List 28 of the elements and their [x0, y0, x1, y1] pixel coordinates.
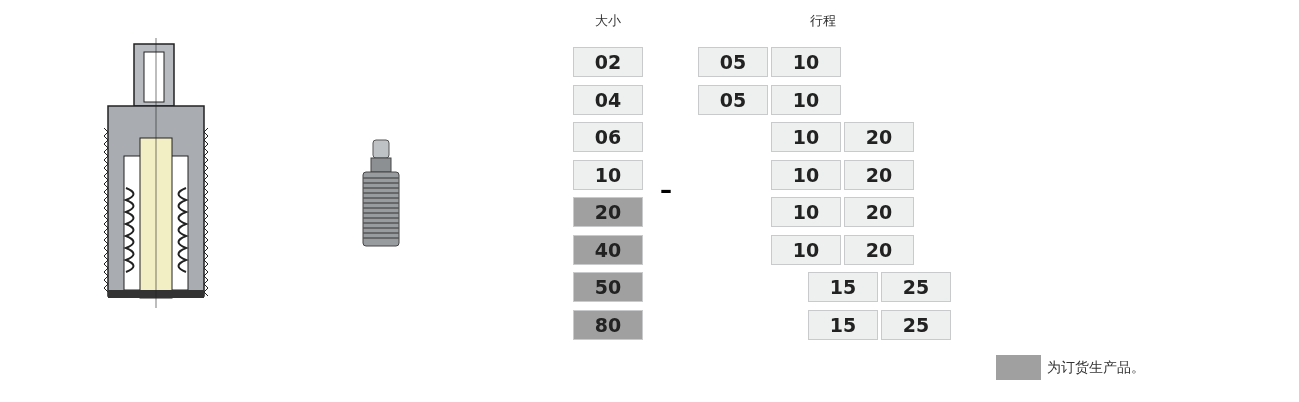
- code-cell: 10: [771, 122, 841, 152]
- legend-text: 为订货生产品。: [1047, 359, 1145, 377]
- made-to-order-code-cell: 50: [573, 272, 643, 302]
- made-to-order-code-cell: 20: [573, 197, 643, 227]
- code-cell: 10: [771, 235, 841, 265]
- made-to-order-code-cell: 40: [573, 235, 643, 265]
- code-cell: 10: [771, 197, 841, 227]
- code-cell: 10: [771, 160, 841, 190]
- separator-dash: –: [660, 176, 672, 204]
- code-cell: 10: [771, 85, 841, 115]
- code-cell: 20: [844, 235, 914, 265]
- code-cell: 04: [573, 85, 643, 115]
- code-cell: 15: [808, 310, 878, 340]
- code-cell: 10: [573, 160, 643, 190]
- code-cell: 15: [808, 272, 878, 302]
- code-cell: 05: [698, 85, 768, 115]
- code-cell: 05: [698, 47, 768, 77]
- made-to-order-code-cell: 80: [573, 310, 643, 340]
- code-cell: 02: [573, 47, 643, 77]
- column-header: 行程: [810, 12, 836, 30]
- code-cell: 20: [844, 197, 914, 227]
- code-cell: 25: [881, 272, 951, 302]
- code-cell: 20: [844, 122, 914, 152]
- code-cell: 25: [881, 310, 951, 340]
- column-header: 大小: [595, 12, 621, 30]
- code-cell: 20: [844, 160, 914, 190]
- code-cell: 10: [771, 47, 841, 77]
- code-cell: 06: [573, 122, 643, 152]
